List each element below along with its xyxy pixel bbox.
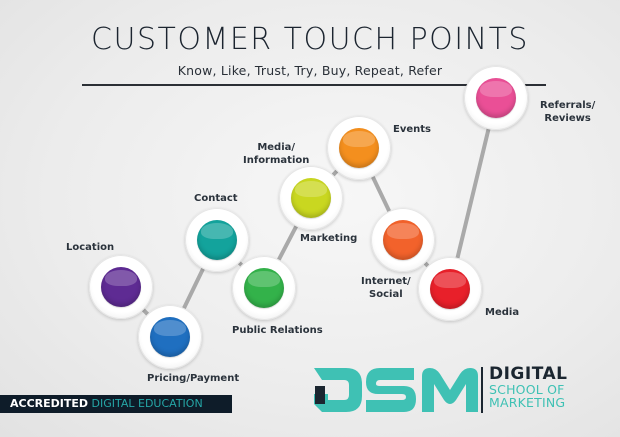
touchpoint-media <box>418 257 482 321</box>
accredited-banner: ACCREDITED DIGITAL EDUCATION <box>0 395 232 413</box>
label-location: Location <box>66 242 115 253</box>
internet-social-circle-icon <box>383 220 423 260</box>
logo-marketing-text: MARKETING <box>489 395 566 410</box>
contact-circle-icon <box>197 220 237 260</box>
touchpoint-contact <box>185 208 249 272</box>
label-media-information: Media/ Information <box>243 141 309 167</box>
logo-digital-text: DIGITAL <box>489 364 568 384</box>
logo-school-of-text: SCHOOL OF <box>489 382 565 397</box>
label-information-line: Information <box>243 155 310 166</box>
label-internet-social: Internet/ Social <box>361 275 411 301</box>
title-divider <box>82 84 546 86</box>
label-media: Media <box>485 307 520 318</box>
touchpoint-public-relations <box>232 256 296 320</box>
label-events: Events <box>393 124 431 135</box>
touchpoint-marketing <box>279 166 343 230</box>
banner-digital-education-text: DIGITAL EDUCATION <box>88 397 203 410</box>
label-internet-line: Internet/ <box>361 276 411 287</box>
label-social-line: Social <box>369 289 403 300</box>
location-circle-icon <box>101 267 141 307</box>
label-public-relations: Public Relations <box>232 325 323 336</box>
label-marketing: Marketing <box>300 233 358 244</box>
label-pricing-payment: Pricing/Payment <box>147 373 240 384</box>
touchpoint-referrals-reviews <box>464 66 528 130</box>
touchpoint-internet-social <box>371 208 435 272</box>
public-relations-circle-icon <box>244 268 284 308</box>
banner-accredited-text: ACCREDITED <box>10 397 89 410</box>
label-reviews-line: Reviews <box>544 113 591 124</box>
logo-wordmark: DIGITAL SCHOOL OF MARKETING <box>489 364 568 410</box>
media-circle-icon <box>430 269 470 309</box>
pricing-circle-icon <box>150 317 190 357</box>
logo-divider <box>481 367 483 413</box>
label-referrals-line: Referrals/ <box>540 100 596 111</box>
label-media-line: Media/ <box>257 142 296 153</box>
page-subtitle: Know, Like, Trust, Try, Buy, Repeat, Ref… <box>177 63 443 78</box>
page-title: CUSTOMER TOUCH POINTS <box>91 22 529 57</box>
dsm-logo-icon <box>314 368 478 412</box>
touchpoint-events <box>327 116 391 180</box>
marketing-circle-icon <box>291 178 331 218</box>
label-referrals-reviews: Referrals/ Reviews <box>540 99 595 125</box>
events-circle-icon <box>339 128 379 168</box>
referrals-circle-icon <box>476 78 516 118</box>
touchpoint-pricing-payment <box>138 305 202 369</box>
label-contact: Contact <box>194 193 238 204</box>
touchpoint-location <box>89 255 153 319</box>
